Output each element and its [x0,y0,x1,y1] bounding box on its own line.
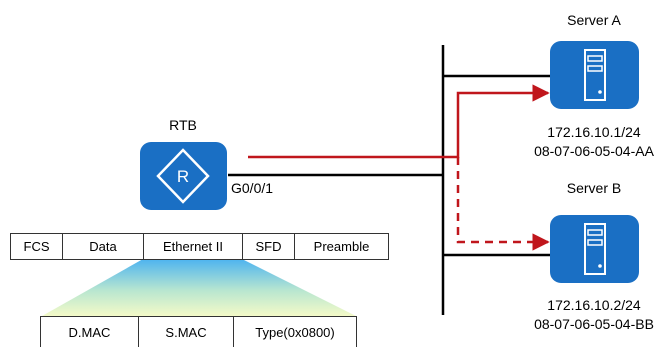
server-b-name: Server B [566,180,622,196]
header-field-smac: S.MAC [138,316,234,347]
server-a-ip: 172.16.10.1/24 [547,124,641,140]
router-name: RTB [169,117,197,133]
server-b-mac: 08-07-06-05-04-BB [534,316,654,332]
server-icon [550,41,639,109]
server-a-mac: 08-07-06-05-04-AA [534,143,654,159]
server-a-name: Server A [567,12,621,28]
frame-field-preamble: Preamble [294,233,389,260]
frame-field-sfd: SFD [242,233,295,260]
dropped-arrow-server-b [456,157,550,251]
frame-field-data: Data [62,233,144,260]
server-b-ip: 172.16.10.2/24 [547,297,641,313]
router-port-label: G0/0/1 [231,180,274,196]
unicast-arrow-server-a [248,84,550,159]
header-field-type: Type(0x0800) [233,316,357,347]
header-expansion-fan [42,259,356,316]
router-icon: R [140,142,227,210]
header-field-dmac: D.MAC [40,316,139,347]
svg-text:R: R [177,167,189,186]
frame-field-fcs: FCS [10,233,63,260]
frame-field-ethernet-ii: Ethernet II [143,233,243,260]
server-icon [550,215,639,283]
